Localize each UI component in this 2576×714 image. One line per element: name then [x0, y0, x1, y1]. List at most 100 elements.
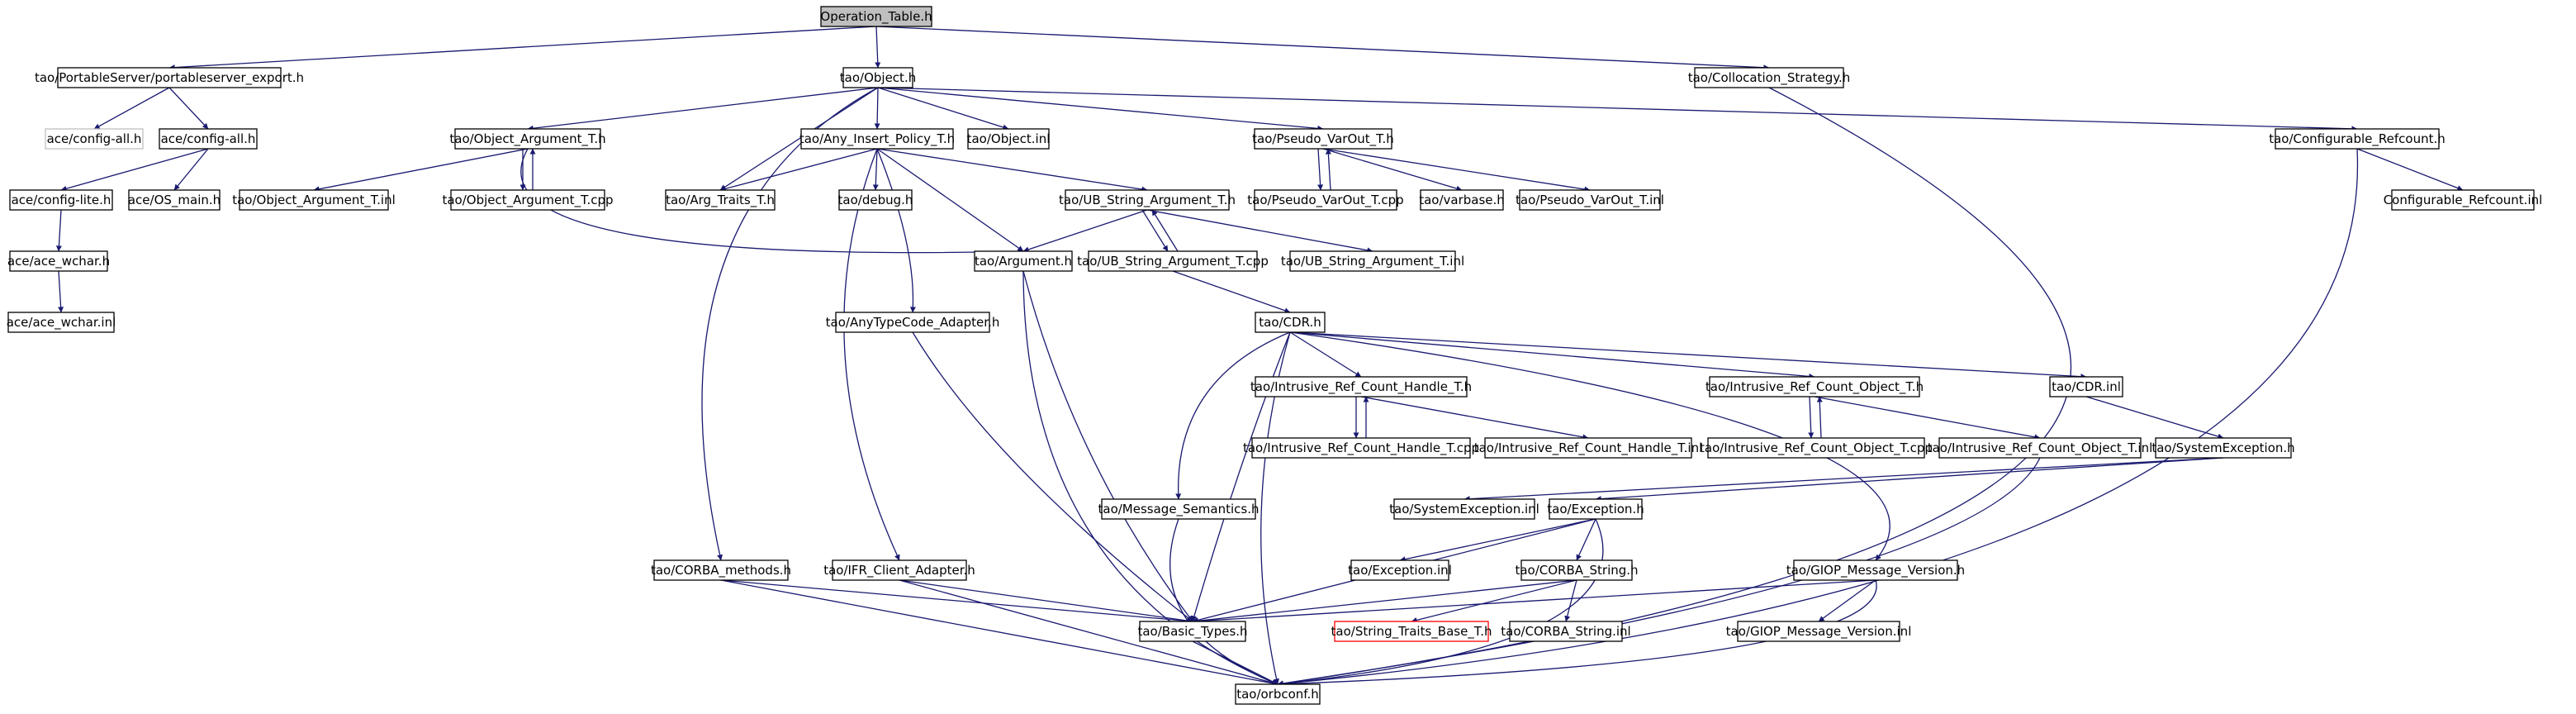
node-arg_traits_t_h[interactable]: tao/Arg_Traits_T.h: [665, 189, 776, 211]
node-intrusive_ref_count_object_t_h[interactable]: tao/Intrusive_Ref_Count_Object_T.h: [1705, 376, 1924, 397]
node-ace_config_all_h[interactable]: ace/config-all.h: [159, 128, 258, 150]
node-cdr_h[interactable]: tao/CDR.h: [1255, 312, 1326, 333]
node-ub_string_argument_t_cpp[interactable]: tao/UB_String_Argument_T.cpp: [1077, 250, 1269, 272]
node-giop_message_version_h[interactable]: tao/GIOP_Message_Version.h: [1786, 559, 1965, 581]
node-anytypecode_adapter_h[interactable]: tao/AnyTypeCode_Adapter.h: [826, 312, 1000, 333]
edge-portableserver_export_h-to-ace_config_all_missing: [93, 87, 170, 130]
edge-configurable_refcount_h-to-orbconf_h: [1277, 148, 2359, 687]
node-label: tao/orbconf.h: [1236, 687, 1319, 702]
node-orbconf_h[interactable]: tao/orbconf.h: [1235, 683, 1321, 705]
node-box: [1235, 683, 1321, 705]
node-label: tao/Object_Argument_T.cpp: [442, 193, 613, 208]
node-label: tao/Intrusive_Ref_Count_Object_T.h: [1705, 379, 1924, 395]
node-ace_wchar_h[interactable]: ace/ace_wchar.h: [7, 250, 110, 272]
node-varbase_h[interactable]: tao/varbase.h: [1419, 189, 1505, 211]
node-box: [2049, 376, 2123, 397]
node-ace_config_lite_h[interactable]: ace/config-lite.h: [9, 189, 113, 211]
node-box: [1549, 498, 1643, 520]
edge-message_semantics_h-to-orbconf_h: [1169, 518, 1279, 685]
node-ace_os_main_h[interactable]: ace/OS_main.h: [128, 189, 221, 211]
edge-corba_methods_h-to-orbconf_h: [720, 579, 1279, 687]
node-label: tao/Object.h: [840, 70, 916, 85]
node-collocation_strategy_h[interactable]: tao/Collocation_Strategy.h: [1688, 67, 1851, 88]
node-intrusive_ref_count_handle_t_cpp[interactable]: tao/Intrusive_Ref_Count_Handle_T.cpp: [1243, 437, 1479, 459]
node-box: [838, 189, 913, 211]
node-ifr_client_adapter_h[interactable]: tao/IFR_Client_Adapter.h: [823, 559, 975, 581]
node-box: [1088, 250, 1258, 272]
node-intrusive_ref_count_object_t_cpp[interactable]: tao/Intrusive_Ref_Count_Object_T.cpp: [1700, 437, 1933, 459]
node-ace_wchar_inl[interactable]: ace/ace_wchar.inl: [7, 312, 116, 333]
node-label: tao/UB_String_Argument_T.inl: [1281, 254, 1464, 269]
node-label: tao/CDR.inl: [2052, 379, 2121, 394]
node-ub_string_argument_t_inl[interactable]: tao/UB_String_Argument_T.inl: [1281, 250, 1464, 272]
node-label: tao/String_Traits_Base_T.h: [1331, 624, 1492, 640]
node-string_traits_base_t_h[interactable]: tao/String_Traits_Base_T.h: [1331, 621, 1492, 642]
node-box: [1707, 437, 1925, 459]
edge-any_insert_policy_t_h-to-anytypecode_adapter_h: [876, 148, 916, 313]
node-systemexception_inl[interactable]: tao/SystemException.inl: [1389, 498, 1539, 520]
node-label: tao/CORBA_String.h: [1515, 563, 1638, 578]
node-pseudo_varout_t_inl[interactable]: tao/Pseudo_VarOut_T.inl: [1516, 189, 1664, 211]
node-corba_string_inl[interactable]: tao/CORBA_String.inl: [1501, 621, 1631, 642]
node-label: tao/Intrusive_Ref_Count_Object_T.inl: [1928, 440, 2153, 456]
node-box: [1101, 498, 1256, 520]
node-giop_message_version_inl[interactable]: tao/GIOP_Message_Version.inl: [1726, 621, 1912, 642]
node-label: tao/Pseudo_VarOut_T.h: [1252, 131, 1394, 147]
node-box: [2391, 189, 2535, 211]
node-corba_string_h[interactable]: tao/CORBA_String.h: [1515, 559, 1639, 581]
edge-ifr_client_adapter_h-to-basic_types_h: [899, 579, 1193, 624]
node-box: [9, 189, 113, 211]
node-intrusive_ref_count_handle_t_h[interactable]: tao/Intrusive_Ref_Count_Handle_T.h: [1250, 376, 1472, 397]
edge-intrusive_ref_count_object_t_cpp-to-intrusive_ref_count_object_t_h: [1816, 396, 1823, 439]
node-label: tao/varbase.h: [1419, 193, 1505, 207]
node-pseudo_varout_t_h[interactable]: tao/Pseudo_VarOut_T.h: [1252, 128, 1394, 150]
node-corba_methods_h[interactable]: tao/CORBA_methods.h: [651, 559, 791, 581]
node-message_semantics_h[interactable]: tao/Message_Semantics.h: [1098, 498, 1260, 520]
node-label: ace/config-all.h: [47, 131, 142, 146]
node-debug_h[interactable]: tao/debug.h: [838, 189, 913, 211]
edge-exception_h-to-exception_inl: [1399, 518, 1596, 563]
node-label: tao/Configurable_Refcount.h: [2269, 131, 2446, 147]
node-label: tao/UB_String_Argument_T.cpp: [1077, 254, 1269, 269]
node-any_insert_policy_t_h[interactable]: tao/Any_Insert_Policy_T.h: [799, 128, 955, 150]
node-object_inl[interactable]: tao/Object.inl: [967, 128, 1051, 150]
node-exception_inl[interactable]: tao/Exception.inl: [1348, 559, 1452, 581]
node-object_argument_t_h[interactable]: tao/Object_Argument_T.h: [449, 128, 606, 150]
node-box: [835, 312, 990, 333]
node-systemexception_h[interactable]: tao/SystemException.h: [2151, 437, 2295, 459]
edge-corba_string_h-to-basic_types_h: [1192, 579, 1577, 624]
node-box: [1737, 621, 1900, 642]
edge-giop_message_version_h-to-basic_types_h: [1192, 579, 1876, 625]
node-argument_h[interactable]: tao/Argument.h: [974, 250, 1073, 272]
node-portableserver_export_h[interactable]: tao/PortableServer/portableserver_export…: [35, 67, 304, 88]
node-ub_string_argument_t_h[interactable]: tao/UB_String_Argument_T.h: [1059, 189, 1236, 211]
node-operation_table_h[interactable]: Operation_Table.h: [820, 6, 932, 27]
node-configurable_refcount_inl[interactable]: Configurable_Refcount.inl: [2384, 189, 2543, 211]
node-cdr_inl[interactable]: tao/CDR.inl: [2049, 376, 2123, 397]
node-box: [842, 67, 913, 88]
node-box: [820, 6, 932, 27]
node-box: [1694, 67, 1844, 88]
edge-exception_h-to-corba_string_h: [1576, 518, 1596, 561]
node-box: [1793, 559, 1958, 581]
edge-giop_message_version_h-to-orbconf_h: [1277, 579, 1877, 688]
edge-tao_object_h-to-object_argument_t_h: [527, 87, 879, 131]
node-box: [1254, 128, 1392, 150]
node-object_argument_t_cpp[interactable]: tao/Object_Argument_T.cpp: [442, 189, 614, 211]
node-basic_types_h[interactable]: tao/Basic_Types.h: [1137, 621, 1248, 642]
node-exception_h[interactable]: tao/Exception.h: [1547, 498, 1644, 520]
node-ace_config_all_missing[interactable]: ace/config-all.h: [45, 128, 144, 150]
node-label: Operation_Table.h: [820, 9, 932, 25]
edge-ace_config_lite_h-to-ace_wchar_h: [55, 209, 62, 252]
node-pseudo_varout_t_cpp[interactable]: tao/Pseudo_VarOut_T.cpp: [1247, 189, 1404, 211]
node-intrusive_ref_count_object_t_inl[interactable]: tao/Intrusive_Ref_Count_Object_T.inl: [1928, 437, 2153, 459]
edge-operation_table_h-to-portableserver_export_h: [168, 26, 877, 71]
node-label: tao/Exception.inl: [1348, 563, 1452, 578]
node-object_argument_t_inl[interactable]: tao/Object_Argument_T.inl: [232, 189, 396, 211]
edge-object_argument_t_h-to-object_argument_t_inl: [313, 148, 529, 193]
node-intrusive_ref_count_handle_t_inl[interactable]: tao/Intrusive_Ref_Count_Handle_T.inl: [1474, 437, 1703, 459]
node-label: tao/Object.inl: [967, 131, 1051, 146]
node-box: [653, 559, 789, 581]
node-tao_object_h[interactable]: tao/Object.h: [840, 67, 916, 88]
node-configurable_refcount_h[interactable]: tao/Configurable_Refcount.h: [2269, 128, 2446, 150]
